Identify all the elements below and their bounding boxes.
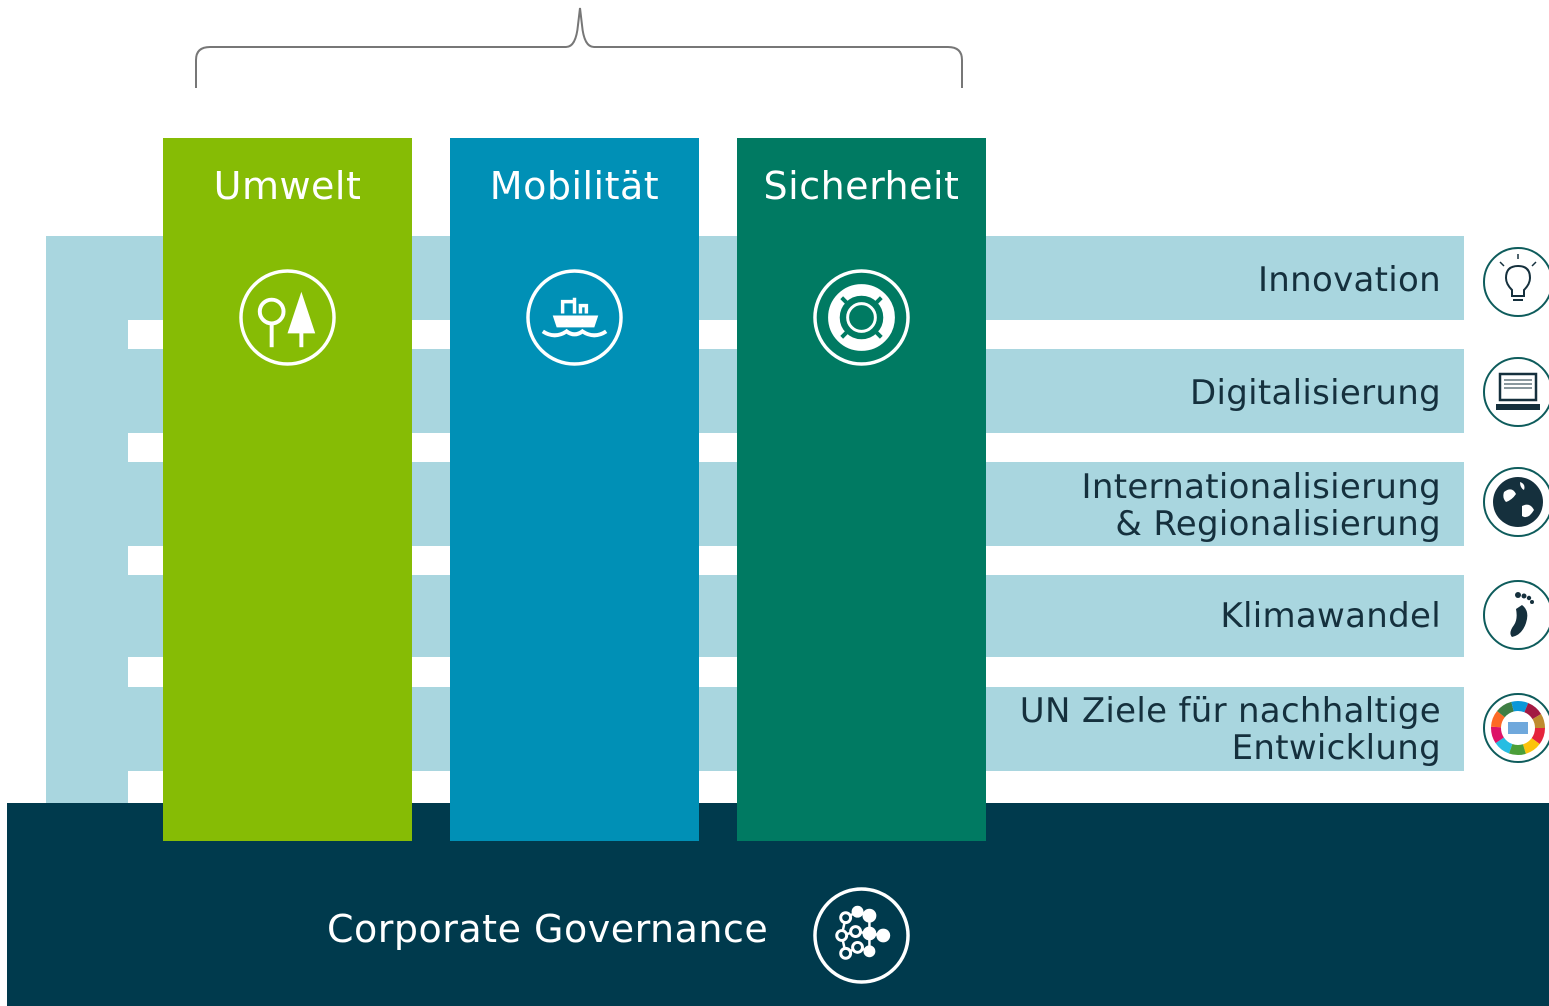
label-line: & Regionalisierung bbox=[1115, 504, 1441, 544]
label-line: Entwicklung bbox=[1231, 728, 1441, 768]
ship-icon bbox=[526, 269, 623, 366]
pillar-mobilitaet: Mobilität bbox=[450, 138, 699, 841]
band-label-klimawandel: Klimawandel bbox=[1220, 598, 1441, 635]
lifebuoy-icon bbox=[813, 269, 910, 366]
pillar-sicherheit: Sicherheit bbox=[737, 138, 986, 841]
pillars-bracket bbox=[195, 7, 963, 88]
lightbulb-icon bbox=[1483, 247, 1549, 317]
band-label-internationalisierung: Internationalisierung & Regionalisierung bbox=[1082, 469, 1441, 543]
label-line: UN Ziele für nachhaltige bbox=[1019, 691, 1441, 731]
label-line: Innovation bbox=[1257, 260, 1441, 300]
network-icon bbox=[813, 887, 910, 984]
pillar-title: Sicherheit bbox=[763, 164, 960, 208]
footprint-icon bbox=[1483, 580, 1549, 650]
label-line: Digitalisierung bbox=[1190, 373, 1441, 413]
pillar-title: Umwelt bbox=[213, 164, 362, 208]
label-line: Internationalisierung bbox=[1081, 467, 1441, 507]
globe-icon bbox=[1483, 467, 1549, 537]
band-label-digitalisierung: Digitalisierung bbox=[1190, 375, 1441, 412]
governance-label: Corporate Governance bbox=[327, 907, 769, 951]
computer-icon bbox=[1483, 357, 1549, 427]
band-label-innovation: Innovation bbox=[1258, 262, 1441, 299]
sdg-wheel-icon bbox=[1483, 693, 1549, 763]
pillar-umwelt: Umwelt bbox=[163, 138, 412, 841]
label-line: Klimawandel bbox=[1220, 596, 1441, 636]
band-label-un-ziele: UN Ziele für nachhaltige Entwicklung bbox=[1020, 693, 1441, 767]
pillar-title: Mobilität bbox=[489, 164, 660, 208]
band-spine bbox=[46, 236, 128, 842]
trees-icon bbox=[239, 269, 336, 366]
